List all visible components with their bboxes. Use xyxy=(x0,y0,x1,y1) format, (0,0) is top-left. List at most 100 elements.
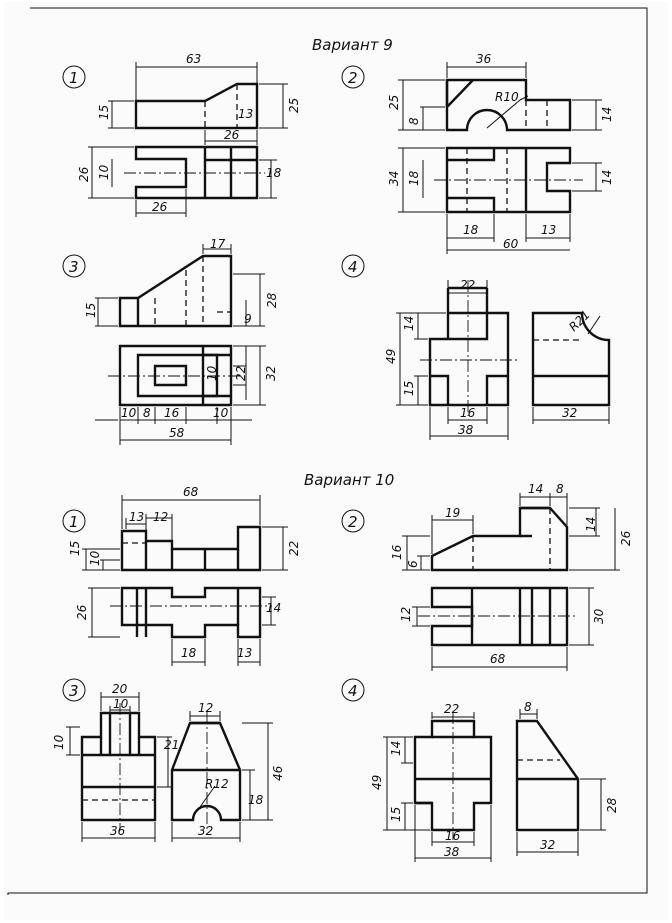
v9-p4-dim-15: 15 xyxy=(402,381,416,396)
v9-p2-radius-r10: R10 xyxy=(495,90,519,104)
v10-p4-side-view xyxy=(515,719,580,832)
v10-p3-dim-12: 12 xyxy=(198,701,213,715)
v9-p3-dim-15: 15 xyxy=(84,303,98,318)
v10-p2-front-details xyxy=(520,506,550,538)
v10-p1-number-circle xyxy=(62,509,86,533)
v10-problem-4: 4 22 8 14 49 15 28 16 38 32 xyxy=(341,678,619,862)
v10-p4-number: 4 xyxy=(348,682,358,700)
v10-p3-number: 3 xyxy=(69,682,79,700)
v9-p4-dimension-lines xyxy=(396,280,610,440)
v9-p2-top-hidden xyxy=(466,148,508,212)
v10-p3-dim-10a: 10 xyxy=(113,697,129,711)
v10-p1-number: 1 xyxy=(69,513,79,531)
v10-p1-dim-22: 22 xyxy=(287,541,301,556)
v9-problem-2: 2 36 R10 25 8 14 34 18 14 18 13 60 xyxy=(341,52,614,254)
v9-problem-1: 1 63 15 13 25 26 26 10 18 26 xyxy=(62,52,301,217)
v10-p2-front-hidden xyxy=(472,508,551,570)
v9-p2-dim-18b: 18 xyxy=(463,223,479,237)
v10-p4-dim-38: 38 xyxy=(444,845,460,859)
v9-p3-dim-17: 17 xyxy=(210,237,226,251)
v9-p2-radius-leader xyxy=(486,95,529,129)
v10-p4-dim-8: 8 xyxy=(524,700,532,714)
v9-p3-dim-22: 22 xyxy=(234,366,248,381)
v10-p2-dim-14: 14 xyxy=(528,482,543,496)
v10-p2-dim-19: 19 xyxy=(445,506,460,520)
v10-p3-dim-32: 32 xyxy=(198,824,213,838)
v9-p1-dim-18: 18 xyxy=(266,166,282,180)
v9-p1-hidden-lines xyxy=(204,84,238,128)
v10-p4-dim-14: 14 xyxy=(389,741,403,756)
v10-p3-dimension-lines xyxy=(66,692,273,842)
v9-p3-dim-32: 32 xyxy=(264,366,278,381)
v10-p3-side-view xyxy=(170,721,242,822)
v10-p4-dim-16: 16 xyxy=(445,829,461,843)
v10-problem-1: 1 68 13 12 15 10 22 26 14 18 13 xyxy=(62,485,301,666)
v10-p4-dim-32: 32 xyxy=(540,838,555,852)
v10-p4-dim-15: 15 xyxy=(389,807,403,822)
v9-p3-dim-58: 58 xyxy=(169,426,185,440)
v9-p1-dimension-lines xyxy=(88,62,288,217)
paper-background xyxy=(4,2,668,920)
v9-p4-dim-14: 14 xyxy=(402,316,416,331)
v9-p2-dimension-lines xyxy=(398,62,602,254)
v10-p1-dim-15: 15 xyxy=(68,541,82,556)
v10-p3-radius-r12: R12 xyxy=(205,777,229,791)
v9-p3-dim-10a: 10 xyxy=(121,406,137,420)
v9-p2-dim-14a: 14 xyxy=(600,107,614,122)
v9-p2-dim-60: 60 xyxy=(503,237,519,251)
v9-p1-dim-26a: 26 xyxy=(224,128,240,142)
v10-p2-number-circle xyxy=(341,509,365,533)
v9-p2-number-circle xyxy=(341,65,365,89)
v10-p2-dim-6: 6 xyxy=(406,560,420,568)
v9-p1-top-details xyxy=(203,147,257,198)
v9-p3-dim-10b: 10 xyxy=(213,406,229,420)
v10-p2-dim-8: 8 xyxy=(556,482,564,496)
v9-p3-dim-10v: 10 xyxy=(205,365,219,381)
v9-p3-dim-28: 28 xyxy=(265,292,279,308)
v10-p2-dim-68: 68 xyxy=(490,652,506,666)
v9-p2-front-hidden xyxy=(525,100,548,130)
v9-p3-dimension-lines xyxy=(95,244,266,445)
v9-p3-front-hidden xyxy=(154,256,231,326)
v10-p2-dim-12: 12 xyxy=(399,607,413,622)
v10-p1-dim-14: 14 xyxy=(266,601,281,615)
v10-p4-dimension-lines xyxy=(383,709,606,862)
v10-p1-dim-26: 26 xyxy=(75,604,89,620)
v10-p1-dim-12: 12 xyxy=(153,510,168,524)
v9-p2-dim-36: 36 xyxy=(476,52,492,66)
v10-problem-2: 2 14 8 19 14 26 16 6 12 30 68 xyxy=(341,482,633,671)
v9-p4-front-top xyxy=(428,311,510,407)
v10-p4-number-circle xyxy=(341,678,365,702)
v9-p1-dim-15: 15 xyxy=(97,105,111,120)
v9-p4-centerlines xyxy=(420,280,518,416)
v9-p4-dim-16: 16 xyxy=(460,406,476,420)
v10-p2-top-view xyxy=(430,586,569,647)
v9-p2-front-view xyxy=(445,78,572,132)
v9-p4-dim-32: 32 xyxy=(562,406,577,420)
v9-p4-side-view xyxy=(531,311,611,407)
v9-p4-dim-22: 22 xyxy=(460,278,475,292)
v10-p1-top-details xyxy=(135,588,240,637)
v10-p3-dim-21: 21 xyxy=(164,738,179,752)
v10-p1-top-view xyxy=(120,586,262,639)
v9-p4-dim-38: 38 xyxy=(458,423,474,437)
v9-p4-number-circle xyxy=(341,254,365,278)
v9-p1-top-view xyxy=(134,145,259,200)
v9-p1-dim-10: 10 xyxy=(97,164,111,180)
v9-p2-dim-13: 13 xyxy=(541,223,556,237)
v10-p2-dim-16: 16 xyxy=(390,544,404,560)
v9-p2-front-bevel xyxy=(445,79,474,108)
variant-10-title: Вариант 10 xyxy=(304,471,394,489)
v9-p3-dim-8: 8 xyxy=(143,406,151,420)
v9-p2-dim-18a: 18 xyxy=(407,170,421,186)
v9-problem-4: 4 22 R21 14 49 15 16 38 32 xyxy=(341,254,611,440)
v10-p1-dim-13: 13 xyxy=(129,510,144,524)
v10-p1-dim-10: 10 xyxy=(88,550,102,566)
v9-p1-dim-63: 63 xyxy=(186,52,201,66)
v9-p1-dim-26b: 26 xyxy=(77,166,91,182)
v10-p2-dim-26: 26 xyxy=(619,530,633,546)
v9-p3-top-details xyxy=(153,346,231,405)
v10-p2-dim-14v: 14 xyxy=(584,517,598,532)
v9-p1-number-circle xyxy=(62,65,86,89)
